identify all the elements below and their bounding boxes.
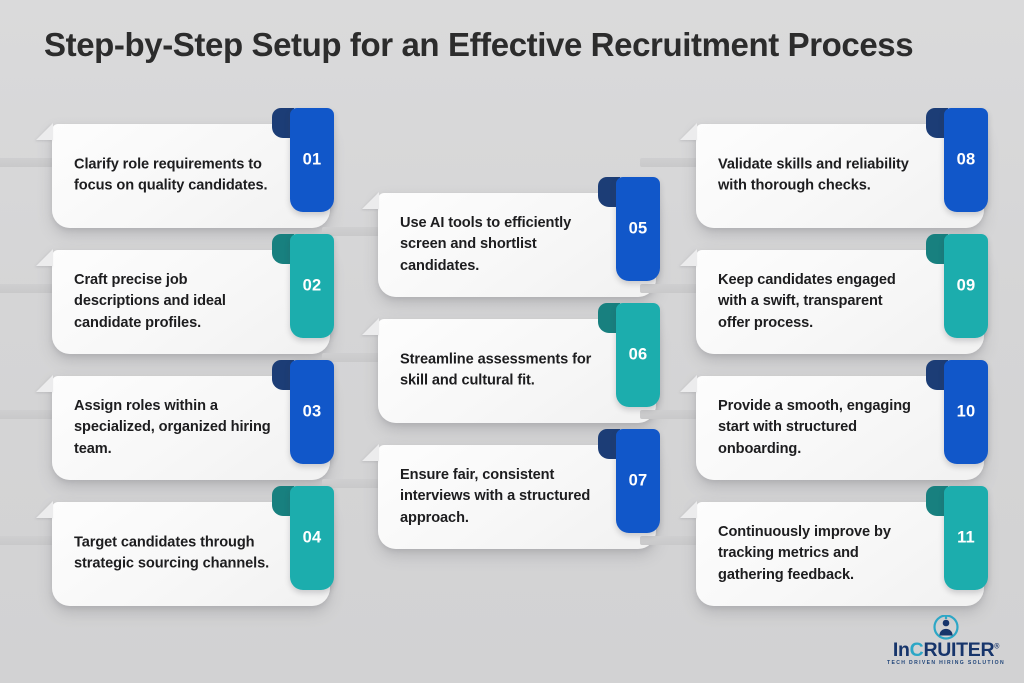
step-card[interactable]: Target candidates through strategic sour…	[52, 486, 334, 606]
ribbon-body	[944, 234, 988, 338]
card-connector-stub	[0, 284, 54, 293]
step-card[interactable]: Ensure fair, consistent interviews with …	[378, 429, 660, 549]
step-card[interactable]: Keep candidates engaged with a swift, tr…	[696, 234, 988, 354]
step-number-ribbon: 01	[272, 108, 334, 212]
card-connector-stub	[0, 536, 54, 545]
ribbon-body	[616, 429, 660, 533]
ribbon-fold-shadow	[272, 360, 294, 390]
card-connector-stub	[322, 227, 380, 236]
card-connector-stub	[0, 158, 54, 167]
step-number: 03	[302, 402, 322, 421]
step-card-text: Streamline assessments for skill and cul…	[400, 351, 592, 389]
step-number: 07	[628, 471, 648, 490]
step-number-ribbon: 04	[272, 486, 334, 590]
card-connector-stub	[0, 410, 54, 419]
step-card-text: Craft precise job descriptions and ideal…	[74, 272, 226, 331]
step-number: 02	[302, 276, 322, 295]
step-number-ribbon: 10	[926, 360, 988, 464]
step-number-ribbon: 05	[598, 177, 660, 281]
step-number: 09	[956, 276, 976, 295]
card-connector-stub	[322, 353, 380, 362]
ribbon-body	[944, 360, 988, 464]
step-card[interactable]: Streamline assessments for skill and cul…	[378, 303, 660, 423]
ribbon-fold-shadow	[926, 486, 948, 516]
step-card-text: Target candidates through strategic sour…	[74, 534, 270, 572]
card-connector-stub	[640, 284, 698, 293]
step-number: 11	[957, 528, 975, 547]
card-connector-stub	[640, 410, 698, 419]
step-card[interactable]: Use AI tools to efficiently screen and s…	[378, 177, 660, 297]
ribbon-body	[290, 108, 334, 212]
step-number-ribbon: 06	[598, 303, 660, 407]
step-card-text: Clarify role requirements to focus on qu…	[74, 156, 268, 194]
ribbon-fold-shadow	[926, 108, 948, 138]
card-connector-stub	[322, 479, 380, 488]
step-number: 08	[956, 150, 976, 169]
ribbon-body	[944, 486, 988, 590]
step-card[interactable]: Assign roles within a specialized, organ…	[52, 360, 334, 480]
incruiter-logo: InCRUITER® TECH DRIVEN HIRING SOLUTION	[886, 615, 1006, 673]
step-number-ribbon: 09	[926, 234, 988, 338]
ribbon-fold-shadow	[926, 360, 948, 390]
ribbon-body	[616, 303, 660, 407]
ribbon-body	[290, 486, 334, 590]
step-card-text: Ensure fair, consistent interviews with …	[400, 467, 591, 526]
step-number: 10	[956, 402, 976, 421]
step-number-ribbon: 11	[926, 486, 988, 590]
ribbon-fold-shadow	[272, 234, 294, 264]
ribbon-fold-shadow	[926, 234, 948, 264]
step-card[interactable]: Validate skills and reliability with tho…	[696, 108, 988, 228]
step-number: 06	[628, 345, 648, 364]
logo-word-ruiter: RUITER	[923, 639, 995, 661]
step-card-text: Keep candidates engaged with a swift, tr…	[718, 272, 896, 331]
step-card-text: Validate skills and reliability with tho…	[718, 156, 909, 194]
page-title: Step-by-Step Setup for an Effective Recr…	[44, 26, 914, 63]
step-card-text: Use AI tools to efficiently screen and s…	[400, 215, 572, 274]
step-card[interactable]: Continuously improve by tracking metrics…	[696, 486, 988, 606]
logo-word-c: C	[909, 639, 924, 661]
step-card-text: Continuously improve by tracking metrics…	[718, 524, 891, 583]
step-number: 01	[302, 150, 322, 169]
ribbon-body	[944, 108, 988, 212]
card-connector-stub	[640, 158, 698, 167]
logo-person-mark	[933, 615, 959, 640]
step-number: 04	[302, 528, 322, 547]
ribbon-fold-shadow	[598, 303, 620, 333]
step-number-ribbon: 03	[272, 360, 334, 464]
ribbon-fold-shadow	[598, 177, 620, 207]
logo-wordmark: InCRUITER®	[886, 639, 1006, 661]
card-connector-stub	[640, 536, 698, 545]
ribbon-body	[290, 360, 334, 464]
ribbon-fold-shadow	[272, 108, 294, 138]
step-number: 05	[628, 219, 648, 238]
ribbon-fold-shadow	[598, 429, 620, 459]
step-card[interactable]: Craft precise job descriptions and ideal…	[52, 234, 334, 354]
logo-tagline: TECH DRIVEN HIRING SOLUTION	[887, 660, 1005, 666]
ribbon-body	[616, 177, 660, 281]
step-card[interactable]: Provide a smooth, engaging start with st…	[696, 360, 988, 480]
step-number-ribbon: 07	[598, 429, 660, 533]
ribbon-body	[290, 234, 334, 338]
step-card[interactable]: Clarify role requirements to focus on qu…	[52, 108, 334, 228]
step-card-text: Provide a smooth, engaging start with st…	[718, 398, 911, 457]
step-number-ribbon: 02	[272, 234, 334, 338]
logo-registered-mark: ®	[994, 643, 1000, 651]
ribbon-fold-shadow	[272, 486, 294, 516]
step-card-text: Assign roles within a specialized, organ…	[74, 398, 271, 457]
step-number-ribbon: 08	[926, 108, 988, 212]
logo-word-in: In	[892, 639, 910, 661]
